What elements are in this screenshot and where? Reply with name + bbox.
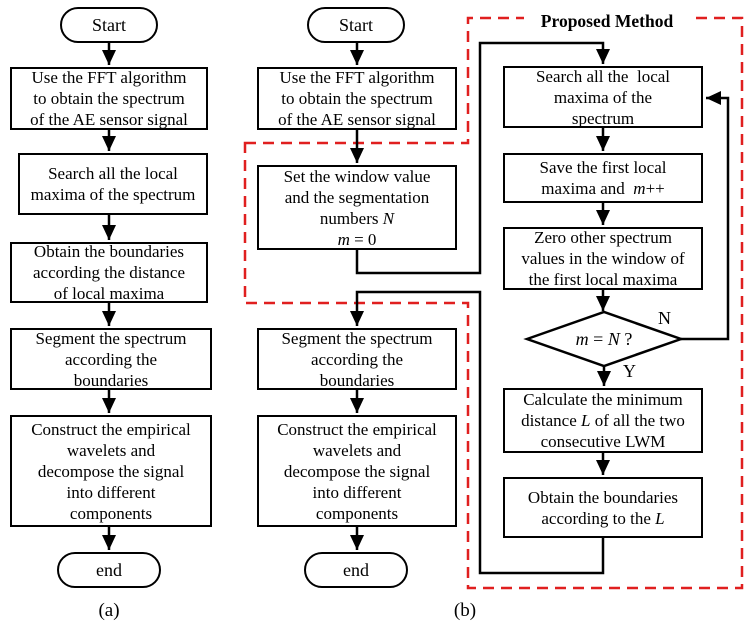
proposed-method-dashed-border	[243, 16, 744, 590]
flow-a-start-terminal: Start	[60, 7, 158, 43]
decision-diamond	[523, 310, 685, 368]
flow-b-start-terminal: Start	[307, 7, 405, 43]
proposed-method-title: Proposed Method	[524, 9, 690, 33]
flow-a-start-label: Start	[92, 14, 126, 35]
flow-b-start-label: Start	[339, 14, 373, 35]
caption-a: (a)	[98, 600, 120, 621]
decision-label: m = N ?	[575, 328, 633, 349]
branch-no-label: N	[658, 308, 671, 328]
caption-b: (b)	[453, 600, 477, 621]
connector-setwindow-to-proposed-search	[355, 41, 610, 275]
connector-decision-no-loop	[681, 91, 730, 341]
connector-proposed-obtain-to-segment	[350, 290, 605, 575]
flow-a-end-label: end	[96, 559, 122, 580]
flow-b-end-terminal: end	[304, 552, 408, 588]
branch-yes-label: Y	[623, 361, 636, 381]
flow-a-end-terminal: end	[57, 552, 161, 588]
flow-b-end-label: end	[343, 559, 369, 580]
